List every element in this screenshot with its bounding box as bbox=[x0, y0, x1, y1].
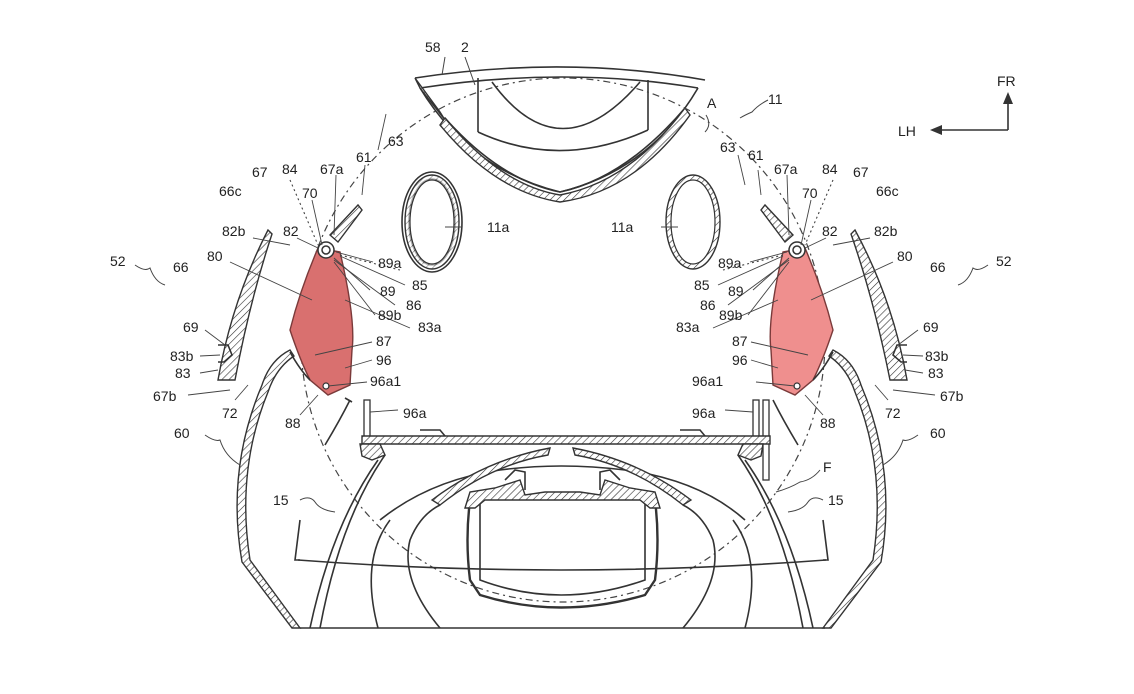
label-67-left: 67 bbox=[252, 164, 268, 180]
label-89-left: 89 bbox=[380, 283, 396, 299]
label-82b-left: 82b bbox=[222, 223, 246, 239]
label-2: 2 bbox=[461, 39, 469, 55]
label-89a-right: 89a bbox=[718, 255, 742, 271]
upper-fairing bbox=[414, 66, 706, 203]
label-69-left: 69 bbox=[183, 319, 199, 335]
label-66-right: 66 bbox=[930, 259, 946, 275]
left-side-cowl bbox=[236, 349, 311, 629]
label-89b-right: 89b bbox=[719, 307, 743, 323]
label-67a-right: 67a bbox=[774, 161, 798, 177]
label-66c-left: 66c bbox=[219, 183, 242, 199]
label-67-right: 67 bbox=[853, 164, 869, 180]
left-bracket bbox=[289, 203, 363, 396]
label-96-right: 96 bbox=[732, 352, 748, 368]
label-84-right: 84 bbox=[822, 161, 838, 177]
label-60-right: 60 bbox=[930, 425, 946, 441]
label-83-right: 83 bbox=[928, 365, 944, 381]
label-15-right: 15 bbox=[828, 492, 844, 508]
label-F: F bbox=[823, 459, 832, 475]
label-52-left: 52 bbox=[110, 253, 126, 269]
label-70-right: 70 bbox=[802, 185, 818, 201]
label-85-right: 85 bbox=[694, 277, 710, 293]
direction-indicator bbox=[930, 92, 1013, 135]
right-side-cowl bbox=[812, 349, 887, 629]
lower-body bbox=[294, 447, 829, 629]
label-66c-right: 66c bbox=[876, 183, 899, 199]
label-83b-right: 83b bbox=[925, 348, 949, 364]
label-80-left: 80 bbox=[207, 248, 223, 264]
label-82-left: 82 bbox=[283, 223, 299, 239]
label-96a-right: 96a bbox=[692, 405, 716, 421]
label-63-right: 63 bbox=[720, 139, 736, 155]
label-60-left: 60 bbox=[174, 425, 190, 441]
label-70-left: 70 bbox=[302, 185, 318, 201]
label-89a-left: 89a bbox=[378, 255, 402, 271]
label-96-left: 96 bbox=[376, 352, 392, 368]
leaders-right bbox=[661, 154, 989, 513]
label-LH: LH bbox=[898, 123, 916, 139]
labels: 58 2 A 11 FR LH 63 61 67a 84 67 66c 70 8… bbox=[110, 39, 1016, 508]
leaders-left bbox=[134, 56, 769, 513]
label-83a-left: 83a bbox=[418, 319, 442, 335]
label-FR: FR bbox=[997, 73, 1016, 89]
label-11: 11 bbox=[768, 91, 783, 107]
label-A: A bbox=[707, 95, 717, 111]
right-mirror-housing bbox=[850, 228, 908, 381]
label-58: 58 bbox=[425, 39, 441, 55]
label-83a-right: 83a bbox=[676, 319, 700, 335]
label-52-right: 52 bbox=[996, 253, 1012, 269]
label-80-right: 80 bbox=[897, 248, 913, 264]
label-87-left: 87 bbox=[376, 333, 392, 349]
label-86-right: 86 bbox=[700, 297, 716, 313]
label-82b-right: 82b bbox=[874, 223, 898, 239]
cross-member bbox=[359, 429, 771, 461]
label-88-right: 88 bbox=[820, 415, 836, 431]
label-83b-left: 83b bbox=[170, 348, 194, 364]
right-bracket bbox=[760, 203, 834, 396]
label-96a-left: 96a bbox=[403, 405, 427, 421]
label-82-right: 82 bbox=[822, 223, 838, 239]
label-61-left: 61 bbox=[356, 149, 372, 165]
label-96a1-right: 96a1 bbox=[692, 373, 723, 389]
hole-left bbox=[401, 171, 463, 273]
label-63-left: 63 bbox=[388, 133, 404, 149]
label-15-left: 15 bbox=[273, 492, 289, 508]
label-67b-right: 67b bbox=[940, 388, 964, 404]
label-61-right: 61 bbox=[748, 147, 764, 163]
label-84-left: 84 bbox=[282, 161, 298, 177]
label-11a-left: 11a bbox=[487, 219, 510, 235]
left-mirror-housing bbox=[217, 228, 273, 381]
label-67b-left: 67b bbox=[153, 388, 177, 404]
label-72-left: 72 bbox=[222, 405, 238, 421]
label-67a-left: 67a bbox=[320, 161, 344, 177]
hole-right bbox=[665, 174, 721, 270]
label-86-left: 86 bbox=[406, 297, 422, 313]
label-89-right: 89 bbox=[728, 283, 744, 299]
label-88-left: 88 bbox=[285, 415, 301, 431]
label-85-left: 85 bbox=[412, 277, 428, 293]
label-66-left: 66 bbox=[173, 259, 189, 275]
label-69-right: 69 bbox=[923, 319, 939, 335]
label-87-right: 87 bbox=[732, 333, 748, 349]
label-11a-right: 11a bbox=[611, 219, 634, 235]
label-96a1-left: 96a1 bbox=[370, 373, 401, 389]
label-72-right: 72 bbox=[885, 405, 901, 421]
label-89b-left: 89b bbox=[378, 307, 402, 323]
label-83-left: 83 bbox=[175, 365, 191, 381]
